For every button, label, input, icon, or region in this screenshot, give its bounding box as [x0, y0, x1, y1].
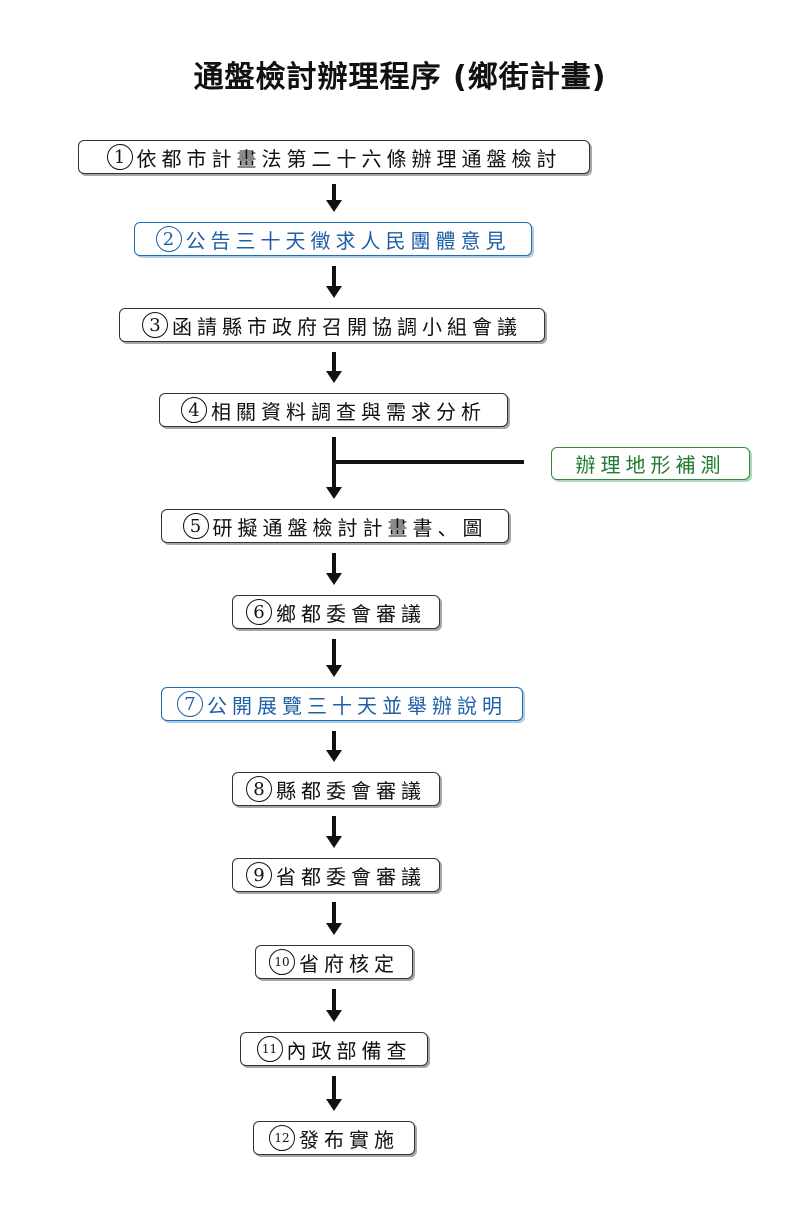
step-label: 縣都委會審議: [276, 778, 426, 803]
step-number-badge: 8: [246, 776, 272, 802]
flow-arrow-head: [326, 1010, 342, 1022]
step-label: 依都市計畫法第二十六條辦理通盤檢討: [136, 146, 562, 171]
flow-arrow-head: [326, 750, 342, 762]
step-label: 發布實施: [299, 1127, 399, 1152]
step-label: 公告三十天徵求人民團體意見: [185, 228, 511, 253]
page-title: 通盤檢討辦理程序 (鄉街計畫): [193, 60, 607, 95]
step-number-badge: 5: [182, 513, 209, 539]
step-label: 內政部備查: [286, 1038, 412, 1063]
flow-arrow-head: [326, 665, 342, 677]
step-number-badge: 12: [269, 1125, 295, 1151]
flow-arrow-head: [326, 487, 342, 499]
step-number-badge: 4: [181, 397, 207, 423]
flow-arrow-head: [326, 286, 342, 298]
step-number-badge: 6: [246, 599, 272, 625]
step-number-badge: 3: [142, 312, 168, 338]
step-label: 公開展覽三十天並舉辦說明: [207, 693, 507, 718]
step-number-badge: 9: [246, 862, 272, 888]
flow-arrow-head: [326, 1099, 342, 1111]
step-number-badge: 7: [177, 691, 203, 717]
side-note-survey: 辦理地形補測: [551, 447, 750, 480]
step-number-badge: 10: [269, 949, 295, 975]
step-label: 研擬通盤檢討計畫書、圖: [212, 515, 488, 540]
step-number-badge: 1: [106, 144, 133, 170]
step-label: 省都委會審議: [276, 864, 426, 889]
step-label: 鄉都委會審議: [276, 601, 426, 626]
flow-arrow-head: [326, 573, 342, 585]
flow-arrow-head: [326, 200, 342, 212]
step-label: 函請縣市政府召開協調小組會議: [172, 314, 522, 339]
flow-arrow-head: [326, 371, 342, 383]
flow-arrow-head: [326, 836, 342, 848]
step-label: 省府核定: [299, 951, 399, 976]
step-label: 相關資料調查與需求分析: [211, 399, 486, 424]
step-number-badge: 2: [155, 226, 182, 252]
step-number-badge: 11: [256, 1036, 283, 1062]
side-note-label: 辦理地形補測: [575, 453, 726, 477]
flow-arrow-head: [326, 923, 342, 935]
